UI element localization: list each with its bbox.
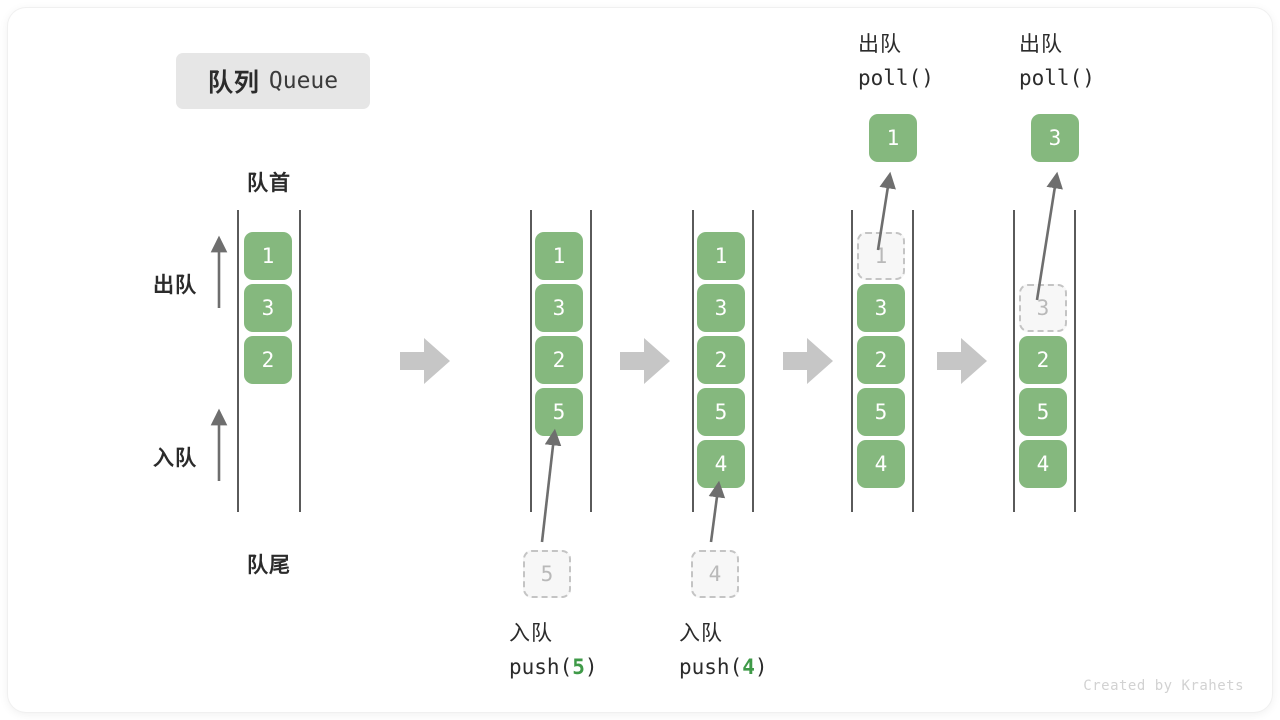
- cell-col1-0: 1: [244, 232, 292, 280]
- watermark: Created by Krahets: [1083, 678, 1244, 694]
- poll-1-code: poll(): [858, 65, 934, 90]
- cell-col4-0-ghost: 1: [857, 232, 905, 280]
- cell-col3-1: 3: [697, 284, 745, 332]
- enqueue-direction-label: 入队: [153, 447, 197, 470]
- cell-col4-3: 5: [857, 388, 905, 436]
- poll-3-cn: 出队: [1019, 33, 1063, 56]
- popped-cell-1: 1: [869, 114, 917, 162]
- push-4-arrow: [708, 480, 726, 543]
- cell-col2-2: 2: [535, 336, 583, 384]
- poll-3-code: poll(): [1019, 65, 1095, 90]
- rail-right-col2: [590, 210, 592, 512]
- cell-col2-3: 5: [535, 388, 583, 436]
- title-badge: 队列 Queue: [176, 53, 370, 109]
- rail-left-col2: [530, 210, 532, 512]
- rail-right-col1: [299, 210, 301, 512]
- push-4-cn: 入队: [679, 622, 723, 645]
- cell-col2-0: 1: [535, 232, 583, 280]
- push-5-label: 入队 push(5): [509, 618, 598, 683]
- ghost-cell-push-4: 4: [691, 550, 739, 598]
- cell-col5-2: 2: [1019, 336, 1067, 384]
- poll-1-cn: 出队: [858, 33, 902, 56]
- rail-right-col4: [912, 210, 914, 512]
- cell-col3-2: 2: [697, 336, 745, 384]
- diagram-card: 队列 Queue 队首 队尾 出队 入队 1 3 2 1 3 2 5 5 入队 …: [8, 8, 1272, 712]
- poll-3-arrow: [1035, 171, 1063, 301]
- cell-col4-1: 3: [857, 284, 905, 332]
- cell-col2-1: 3: [535, 284, 583, 332]
- arrows-overlay: [210, 171, 1063, 543]
- ghost-cell-push-5: 5: [523, 550, 571, 598]
- title-en: Queue: [268, 68, 339, 94]
- step-arrow-3: [783, 338, 833, 384]
- rail-left-col5: [1013, 210, 1015, 512]
- cell-col5-3: 5: [1019, 388, 1067, 436]
- cell-col3-0: 1: [697, 232, 745, 280]
- push-4-label: 入队 push(4): [679, 618, 768, 683]
- push-5-arrow: [540, 428, 562, 543]
- cell-col5-1-ghost: 3: [1019, 284, 1067, 332]
- front-label: 队首: [247, 172, 291, 195]
- rail-right-col5: [1074, 210, 1076, 512]
- cell-col3-3: 5: [697, 388, 745, 436]
- step-arrow-2: [620, 338, 670, 384]
- dequeue-direction-label: 出队: [153, 274, 197, 297]
- title-cn: 队列: [207, 69, 260, 97]
- rail-left-col1: [237, 210, 239, 512]
- popped-cell-3: 3: [1031, 114, 1079, 162]
- push-5-cn: 入队: [509, 622, 553, 645]
- cell-col4-2: 2: [857, 336, 905, 384]
- cell-col5-4: 4: [1019, 440, 1067, 488]
- poll-3-label: 出队 poll(): [1019, 29, 1095, 94]
- poll-1-label: 出队 poll(): [858, 29, 934, 94]
- rail-right-col3: [752, 210, 754, 512]
- cell-col1-1: 3: [244, 284, 292, 332]
- rear-label: 队尾: [247, 554, 291, 577]
- step-arrow-1: [400, 338, 450, 384]
- push-4-code: push(4): [679, 654, 768, 679]
- step-arrow-4: [937, 338, 987, 384]
- rail-left-col4: [851, 210, 853, 512]
- cell-col1-2: 2: [244, 336, 292, 384]
- cell-col4-4: 4: [857, 440, 905, 488]
- push-5-code: push(5): [509, 654, 598, 679]
- rail-left-col3: [692, 210, 694, 512]
- cell-col3-4: 4: [697, 440, 745, 488]
